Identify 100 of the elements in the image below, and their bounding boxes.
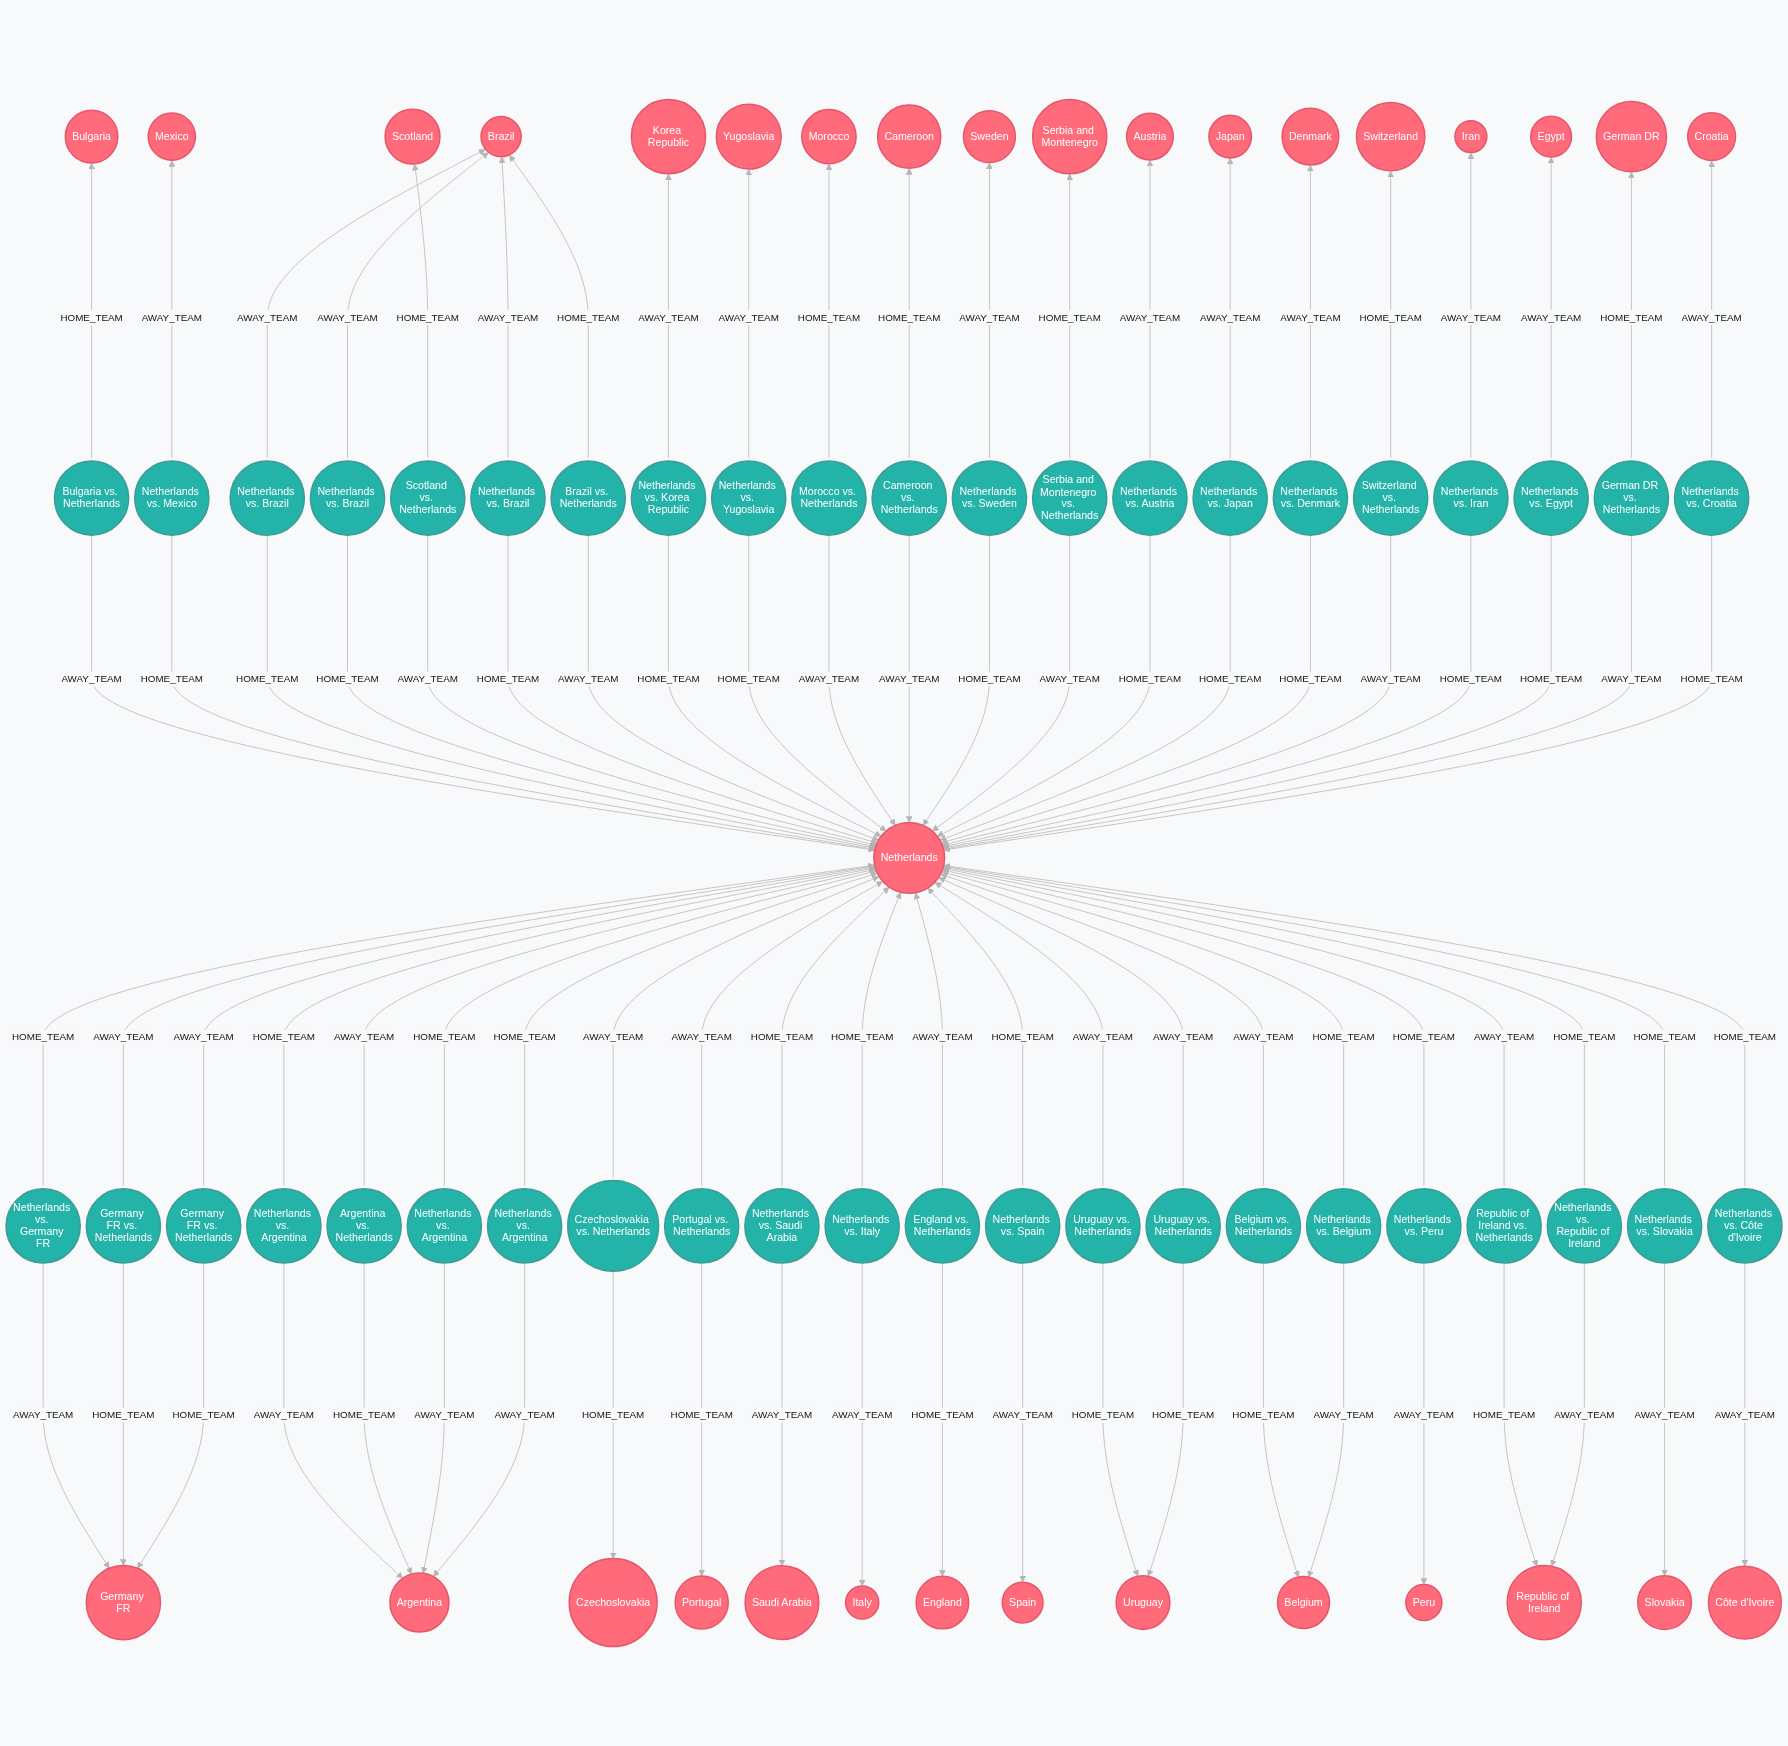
edge-label: AWAY_TEAM: [992, 1409, 1053, 1421]
node-circle: Portugal vs. Netherlands: [663, 1188, 740, 1264]
edge-label: HOME_TEAM: [1151, 1409, 1215, 1421]
node-circle: Morocco: [801, 108, 857, 165]
edge-label: HOME_TEAM: [332, 1409, 396, 1421]
node-circle: Serbia and Montenegro: [1031, 98, 1108, 175]
edge-label: AWAY_TEAM: [1280, 311, 1341, 323]
edge-label: AWAY_TEAM: [477, 311, 539, 323]
edge-label: AWAY_TEAM: [671, 1031, 732, 1043]
node-circle: Netherlands: [873, 821, 946, 894]
edge-label: AWAY_TEAM: [1039, 672, 1100, 685]
node-circle: Korea Republic: [630, 98, 707, 175]
edge-label: AWAY_TEAM: [1152, 1031, 1214, 1043]
edge-label: HOME_TEAM: [252, 1031, 316, 1043]
node-circle: German DR: [1595, 100, 1668, 173]
edge-label: AWAY_TEAM: [61, 672, 122, 685]
edge-label: HOME_TEAM: [670, 1409, 733, 1421]
edge-label: AWAY_TEAM: [1634, 1409, 1695, 1421]
edge-label: HOME_TEAM: [60, 311, 123, 323]
edge-label: AWAY_TEAM: [751, 1409, 813, 1421]
node-circle: England vs. Netherlands: [904, 1188, 981, 1264]
edge-label: HOME_TEAM: [878, 311, 941, 323]
node-circle: Netherlands vs. Peru: [1386, 1188, 1462, 1264]
edge-label: AWAY_TEAM: [1360, 672, 1421, 685]
edge-label: HOME_TEAM: [172, 1409, 235, 1421]
edge-label: AWAY_TEAM: [1681, 311, 1742, 323]
edge-label: HOME_TEAM: [413, 1031, 476, 1043]
edge-label: HOME_TEAM: [557, 311, 620, 323]
node-circle: Netherlands vs. Croatia: [1673, 460, 1750, 536]
node-circle: Netherlands vs. Côte d'Ivoire: [1707, 1188, 1783, 1264]
edge-label: HOME_TEAM: [140, 672, 203, 685]
node-circle: Cameroon vs. Netherlands: [871, 460, 948, 536]
edge-label: AWAY_TEAM: [1601, 672, 1662, 685]
node-circle: Uruguay vs. Netherlands: [1065, 1188, 1141, 1264]
node-circle: Netherlands vs. Egypt: [1513, 460, 1589, 536]
node-circle: Peru: [1405, 1583, 1443, 1622]
edge-label: HOME_TEAM: [11, 1031, 75, 1043]
edge-label: HOME_TEAM: [476, 672, 540, 685]
edge-label: HOME_TEAM: [750, 1031, 814, 1043]
edge-label: HOME_TEAM: [236, 672, 299, 685]
edge-label: AWAY_TEAM: [93, 1031, 154, 1043]
edge-label: AWAY_TEAM: [558, 672, 619, 685]
node-circle: Netherlands vs. Brazil: [309, 460, 386, 536]
node-circle: Netherlands vs. Argentina: [406, 1188, 483, 1264]
node-circle: Croatia: [1686, 111, 1737, 162]
edge-label: AWAY_TEAM: [638, 311, 699, 323]
node-circle: Switzerland vs. Netherlands: [1352, 460, 1429, 536]
node-circle: Netherlands vs. Iran: [1433, 460, 1509, 536]
node-circle: Netherlands vs. Argentina: [486, 1188, 563, 1264]
edge-label: AWAY_TEAM: [333, 1031, 395, 1043]
edge-label: HOME_TEAM: [637, 672, 700, 685]
edge-label: AWAY_TEAM: [959, 311, 1020, 323]
edge-label: HOME_TEAM: [1713, 1031, 1777, 1043]
node-circle: Republic of Ireland: [1506, 1564, 1583, 1641]
node-circle: Spain: [1001, 1581, 1044, 1624]
node-circle: Bulgaria: [64, 109, 119, 164]
edge-label: AWAY_TEAM: [253, 1409, 315, 1421]
edge-label: AWAY_TEAM: [582, 1031, 644, 1043]
node-circle: Germany FR: [85, 1564, 162, 1641]
node-circle: Morocco vs. Netherlands: [791, 460, 867, 536]
edge-label: AWAY_TEAM: [879, 672, 940, 685]
node-circle: Republic of Ireland vs. Netherlands: [1466, 1188, 1542, 1264]
node-circle: Sweden: [962, 109, 1017, 164]
node-circle: Netherlands vs. Austria: [1112, 460, 1188, 536]
node-circle: Mexico: [147, 112, 197, 161]
node-circle: Germany FR vs. Netherlands: [85, 1188, 162, 1264]
edge-label: HOME_TEAM: [316, 672, 379, 685]
edge-label: AWAY_TEAM: [1200, 311, 1261, 323]
edge-label: AWAY_TEAM: [1233, 1031, 1294, 1043]
edge-label: HOME_TEAM: [1118, 672, 1182, 685]
edge-label: AWAY_TEAM: [317, 311, 378, 323]
node-circle: Belgium: [1276, 1575, 1331, 1630]
edge-label: HOME_TEAM: [1439, 672, 1503, 685]
node-circle: Portugal: [674, 1575, 729, 1630]
edge-label: HOME_TEAM: [958, 672, 1021, 685]
node-circle: Scotland vs. Netherlands: [389, 460, 466, 536]
edge-label: AWAY_TEAM: [1119, 311, 1181, 323]
edge-label: AWAY_TEAM: [173, 1031, 234, 1043]
edge-label: AWAY_TEAM: [414, 1409, 475, 1421]
edge-label: AWAY_TEAM: [832, 1409, 893, 1421]
node-circle: Netherlands vs. Spain: [984, 1188, 1061, 1264]
edge-label: AWAY_TEAM: [1520, 311, 1582, 323]
edge-label: HOME_TEAM: [396, 311, 459, 323]
node-circle: Yugoslavia: [715, 103, 782, 170]
edge-label: HOME_TEAM: [991, 1031, 1054, 1043]
node-circle: Saudi Arabia: [744, 1564, 820, 1641]
node-circle: Slovakia: [1637, 1574, 1693, 1631]
node-circle: Netherlands vs. Germany FR: [5, 1188, 81, 1264]
node-circle: Netherlands vs. Republic of Ireland: [1546, 1188, 1623, 1264]
node-circle: Egypt: [1530, 115, 1573, 158]
node-circle: Switzerland: [1355, 101, 1426, 172]
edge-label: HOME_TEAM: [1312, 1031, 1375, 1043]
edge-label: HOME_TEAM: [1392, 1031, 1456, 1043]
edge-label: HOME_TEAM: [1680, 672, 1743, 685]
edge-label: AWAY_TEAM: [494, 1409, 555, 1421]
node-circle: Netherlands vs. Mexico: [133, 460, 210, 536]
edge-label: AWAY_TEAM: [1440, 311, 1502, 323]
node-circle: Czechoslovakia vs. Netherlands: [567, 1179, 660, 1273]
node-circle: Belgium vs. Netherlands: [1225, 1188, 1302, 1264]
edge-label: HOME_TEAM: [1279, 672, 1342, 685]
